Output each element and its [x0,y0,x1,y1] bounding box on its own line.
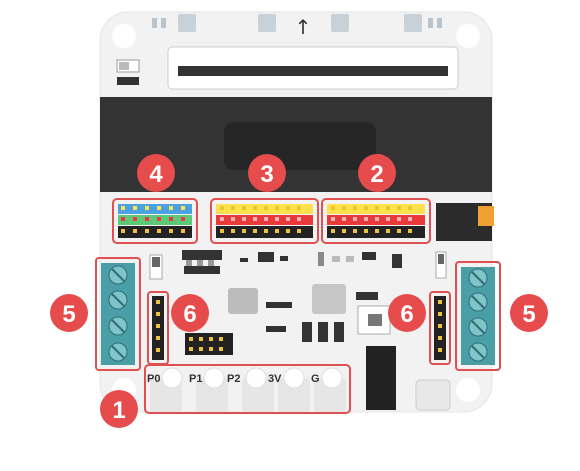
callout-badge-5-right: 5 [510,294,548,332]
callout-badge-1: 1 [100,390,138,428]
center-pin-header [185,333,233,355]
svg-text:6: 6 [400,301,413,328]
svg-text:5: 5 [522,301,535,328]
callout-badge-2: 2 [358,154,396,192]
svg-text:1: 1 [112,397,125,424]
svg-text:5: 5 [62,301,75,328]
top-led-row [152,14,442,32]
pin-label-p2: P2 [227,373,240,385]
pin-label-p1: P1 [189,373,202,385]
edge-pin-strip [144,364,351,414]
header-block-6-right [429,291,451,365]
header-block-2 [321,198,431,244]
mounting-hole-top-right [456,24,480,48]
header-block-6-left [147,291,169,365]
pin-label-g: G [311,373,320,385]
callout-badge-5-left: 5 [50,294,88,332]
header-block-3 [210,198,319,244]
header-block-4 [112,198,198,244]
callout-badge-6-left: 6 [171,294,209,332]
screw-terminal-right [455,261,501,371]
svg-text:4: 4 [149,161,163,188]
orientation-arrow-icon: ↑ [295,15,312,39]
callout-badge-4: 4 [137,154,175,192]
board-components [149,250,451,411]
svg-text:6: 6 [183,301,196,328]
screw-terminal-left [95,257,141,371]
pin-label-p0: P0 [147,373,160,385]
edge-connector-slot [178,66,448,76]
callout-badge-3: 3 [248,154,286,192]
pin-label-3v: 3V [268,373,282,385]
svg-text:2: 2 [370,161,383,188]
svg-text:3: 3 [260,161,273,188]
callout-badge-6-right: 6 [388,294,426,332]
shield-logo-area [224,122,376,170]
mounting-hole-bottom-right [456,378,480,402]
mounting-hole-top-left [112,24,136,48]
